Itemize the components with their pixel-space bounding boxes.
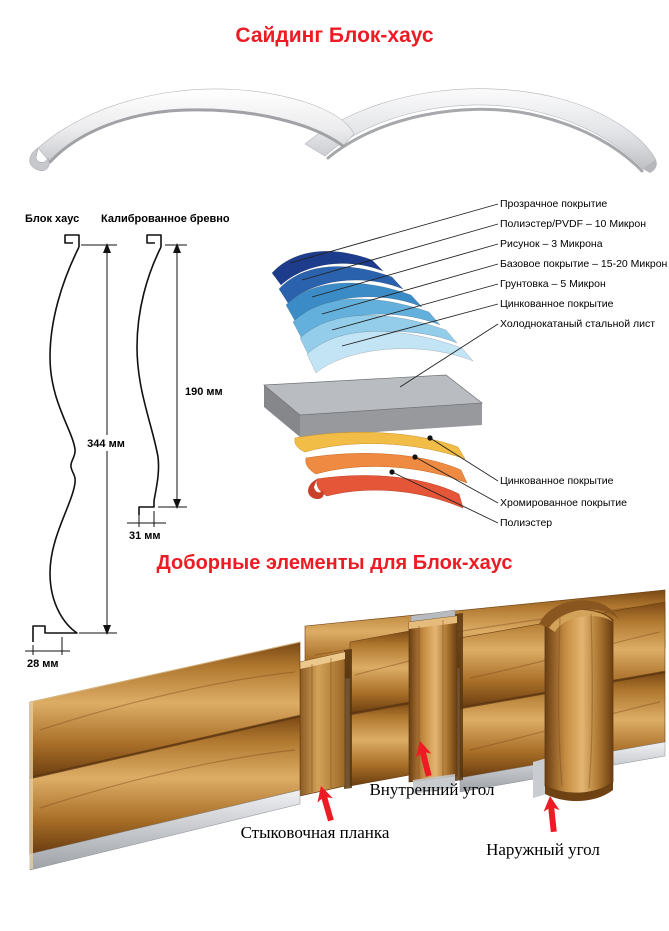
coating-layer-2 — [278, 266, 404, 304]
inner-corner-piece — [408, 609, 458, 794]
log-height-dimension: 190 мм — [158, 243, 223, 509]
coating-layers-illustration — [263, 203, 499, 524]
bottom-layer-polyester — [316, 475, 464, 509]
coating-label-pattern: Рисунок – 3 Микрона — [500, 238, 603, 250]
coating-label-primer: Грунтовка – 5 Микрон — [500, 278, 606, 290]
accessories-illustration — [29, 589, 666, 871]
main-title: Сайдинг Блок-хаус — [235, 24, 434, 47]
middle-wall-planks — [349, 629, 416, 787]
bottom-layer-zinc — [294, 431, 466, 460]
joint-strip-arrow — [317, 786, 334, 822]
siding-panel-left — [29, 88, 355, 171]
blockhouse-depth-dimension: 28 мм — [25, 637, 70, 670]
blockhouse-profile-title: Блок хаус — [25, 213, 79, 225]
siding-panels-illustration — [29, 88, 657, 173]
joint-strip-label: Стыковочная планка — [240, 823, 390, 842]
coating-label-steel: Холоднокатаный стальной лист — [500, 318, 656, 330]
steel-sheet — [263, 374, 483, 437]
pointer-arrows — [317, 741, 560, 833]
inner-corner-arrow — [415, 741, 432, 777]
outer-corner-arrow — [543, 796, 560, 833]
outer-corner-label: Наружный угол — [486, 840, 600, 859]
coating-top-layers — [271, 251, 474, 374]
blockhouse-depth-value: 28 мм — [27, 658, 59, 670]
coating-label-polyester-bottom: Полиэстер — [500, 517, 553, 529]
siding-panel-right — [304, 88, 657, 173]
coating-leader-lines — [289, 203, 499, 524]
outer-corner-piece — [533, 600, 619, 802]
coating-layer-6 — [306, 331, 474, 374]
profile-diagrams: Блок хаус Калиброванное бревно 344 мм 28… — [25, 213, 230, 670]
log-depth-value: 31 мм — [129, 530, 161, 542]
log-profile-drawing — [136, 234, 162, 515]
coating-label-polyester-pvdf: Полиэстер/PVDF – 10 Микрон — [500, 218, 647, 230]
joint-strip-piece — [299, 651, 346, 797]
coating-label-clear: Прозрачное покрытие — [500, 198, 608, 210]
blockhouse-profile-drawing — [32, 234, 80, 642]
bottom-layer-chrome — [305, 453, 468, 484]
log-height-value: 190 мм — [185, 386, 223, 398]
bottom-layer-curl — [308, 479, 324, 500]
coating-label-base: Базовое покрытие – 15-20 Микрон — [500, 258, 668, 270]
left-wall-planks — [29, 641, 301, 871]
coating-label-zinc-top: Цинкованное покрытие — [500, 298, 614, 310]
coating-bottom-layers — [294, 431, 468, 509]
coating-layer-1 — [271, 251, 384, 286]
inner-corner-label: Внутренний угол — [369, 780, 495, 799]
coating-label-zinc-bottom: Цинкованное покрытие — [500, 475, 614, 487]
blockhouse-height-dimension: 344 мм — [79, 243, 133, 635]
log-depth-dimension: 31 мм — [127, 511, 166, 542]
joint-strip-shadow — [344, 649, 352, 789]
log-profile-title: Калиброванное бревно — [101, 213, 230, 225]
coating-label-chrome: Хромированное покрытие — [500, 497, 627, 509]
accessories-title: Доборные элементы для Блок-хаус — [156, 552, 513, 574]
blockhouse-height-value: 344 мм — [87, 438, 125, 450]
